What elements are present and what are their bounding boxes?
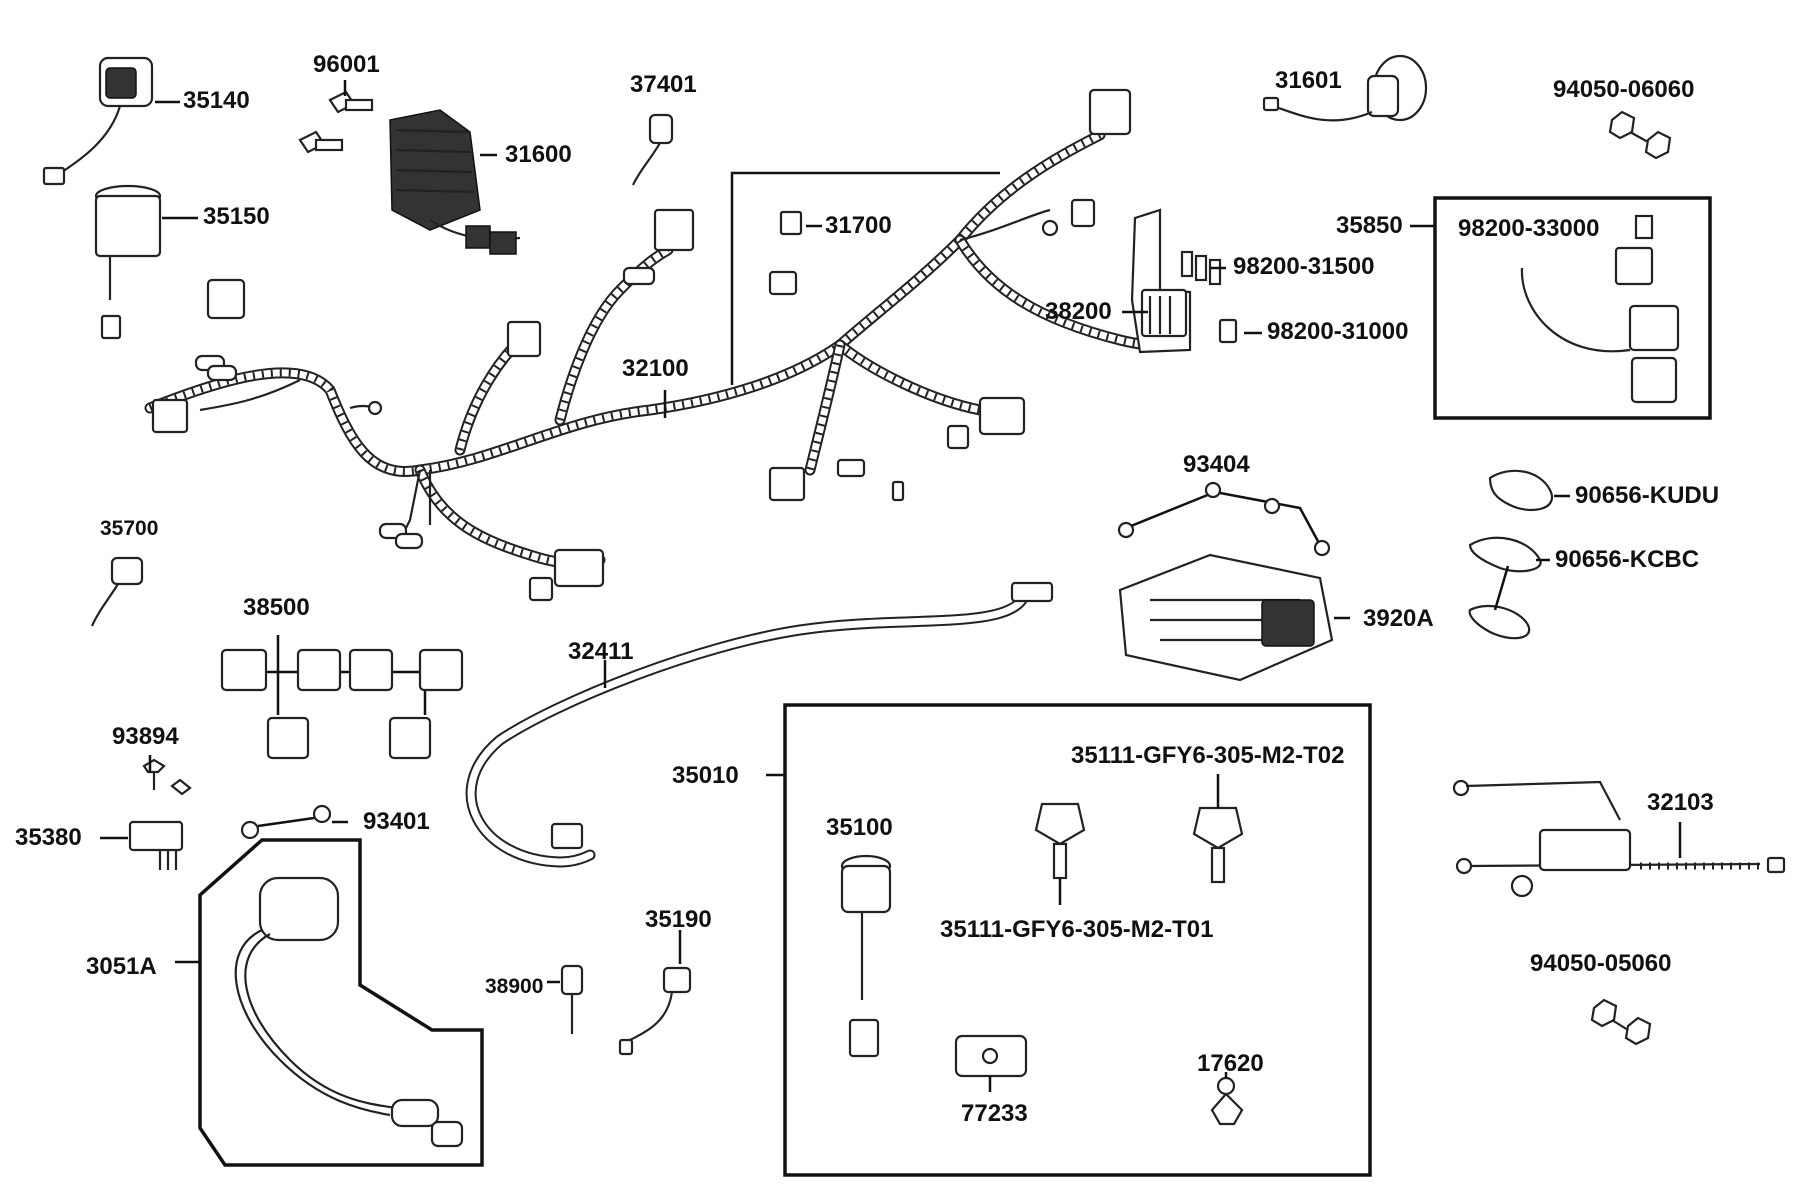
- label-77233: 77233: [961, 1100, 1028, 1127]
- label-35150: 35150: [203, 203, 270, 230]
- label-90656-kcbc: 90656-KCBC: [1555, 546, 1700, 573]
- label-3051a: 3051A: [86, 953, 157, 980]
- part-38200-fusebox: [1130, 208, 1192, 354]
- label-32411: 32411: [568, 638, 634, 665]
- label-38200: 38200: [1045, 298, 1112, 325]
- part-93404-bolts: [1117, 481, 1331, 557]
- label-17620: 17620: [1197, 1050, 1264, 1077]
- label-98200-33000: 98200-33000: [1458, 215, 1600, 242]
- part-31601-switch: [1262, 54, 1428, 122]
- part-35380-sensor: [128, 820, 184, 870]
- part-35140-switch: [42, 56, 154, 186]
- part-3920a-ecu: [1118, 553, 1334, 682]
- part-38500-relays: [220, 635, 464, 760]
- label-3920a: 3920A: [1363, 605, 1434, 632]
- label-93404: 93404: [1183, 451, 1250, 478]
- part-93401-bolts: [240, 804, 332, 840]
- label-35850: 35850: [1336, 212, 1403, 239]
- frame-35850: [1433, 196, 1712, 420]
- part-35150-bulb-socket: [94, 184, 162, 340]
- part-35700-sensor: [90, 556, 144, 627]
- label-96001: 96001: [313, 51, 380, 78]
- part-35111-t01-key: [1034, 802, 1086, 880]
- label-35140: 35140: [183, 87, 250, 114]
- frame-31700: [730, 171, 1000, 385]
- label-93894: 93894: [112, 723, 179, 750]
- part-94050-05060-nuts: [1590, 998, 1652, 1046]
- label-94050-05060: 94050-05060: [1530, 950, 1672, 977]
- part-96001-bolts: [298, 90, 374, 154]
- label-94050-06060: 94050-06060: [1553, 76, 1695, 103]
- part-31600-regulator: [389, 109, 521, 255]
- label-35111-t02: 35111-GFY6-305-M2-T02: [1071, 742, 1345, 769]
- part-31700-relay: [779, 210, 803, 236]
- label-35190: 35190: [645, 906, 712, 933]
- part-35100-switch: [840, 854, 892, 1058]
- frame-3051a: [198, 838, 484, 1167]
- label-31601: 31601: [1275, 67, 1342, 94]
- part-32411-cable: [465, 581, 1054, 868]
- part-90656-kudu-band: [1488, 469, 1554, 512]
- part-90656-kcbc-band: [1468, 536, 1542, 640]
- label-31600: 31600: [505, 141, 572, 168]
- part-98200-31500-fuses: [1180, 250, 1222, 286]
- label-35380: 35380: [15, 824, 82, 851]
- label-38900: 38900: [485, 975, 544, 998]
- part-38900-sensor: [560, 964, 584, 1034]
- label-38500: 38500: [243, 594, 310, 621]
- label-35010: 35010: [672, 762, 739, 789]
- main-harness-32100: [144, 88, 1166, 602]
- part-35190-switch: [618, 966, 692, 1056]
- label-35100: 35100: [826, 814, 893, 841]
- label-32100: 32100: [622, 355, 689, 382]
- label-37401: 37401: [630, 71, 697, 98]
- label-35700: 35700: [100, 517, 159, 540]
- frame-35010: [783, 703, 1372, 1177]
- part-77233-clamp: [954, 1034, 1028, 1078]
- label-98200-31500: 98200-31500: [1233, 253, 1375, 280]
- leader-lines: [100, 80, 1682, 1092]
- part-35111-t02-key: [1192, 806, 1244, 884]
- part-3051a-ignition-coil: [234, 876, 464, 1148]
- part-32103-cable: [1452, 779, 1786, 898]
- label-31700: 31700: [825, 212, 892, 239]
- part-98200-33000-relay-fuse: [1614, 214, 1654, 286]
- label-98200-31000: 98200-31000: [1267, 318, 1409, 345]
- part-35850-starter-relay: [1520, 267, 1680, 404]
- part-37401-sensor: [632, 113, 674, 186]
- part-94050-06060-nuts: [1608, 110, 1672, 160]
- label-90656-kudu: 90656-KUDU: [1575, 482, 1720, 509]
- label-93401: 93401: [363, 808, 430, 835]
- label-32103: 32103: [1647, 789, 1714, 816]
- part-98200-31000-fuse: [1218, 318, 1238, 344]
- label-35111-t01: 35111-GFY6-305-M2-T01: [940, 916, 1214, 943]
- part-17620-grommet: [1210, 1076, 1244, 1126]
